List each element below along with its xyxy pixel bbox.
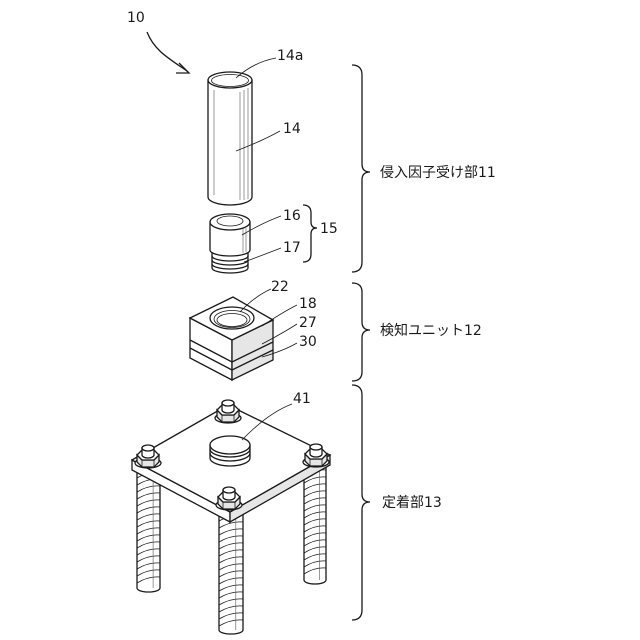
boss-41 (210, 436, 250, 466)
label-part-11: 侵入因子受け部11 (380, 164, 496, 181)
tube-body (208, 80, 252, 205)
label-14: 14 (283, 121, 301, 137)
rebar (219, 512, 243, 634)
figure-number-label: 10 (127, 10, 145, 26)
bracket-11 (352, 65, 370, 272)
label-part-13: 定着部13 (382, 495, 442, 511)
label-16: 16 (283, 208, 301, 224)
label-part-12: 検知ユニット12 (380, 322, 482, 339)
bolt-end (223, 487, 235, 493)
leader-18 (262, 305, 297, 326)
bolt-end (310, 444, 322, 450)
anchor-bolt-nut (215, 400, 241, 423)
boss-top (210, 436, 250, 454)
label-41: 41 (293, 391, 311, 407)
bolt-end (222, 400, 234, 406)
cap-16 (210, 214, 250, 273)
label-30: 30 (299, 334, 317, 350)
detection-unit-box (190, 297, 273, 380)
label-18: 18 (299, 296, 317, 312)
figure-arrow (147, 32, 189, 73)
bolt-end (142, 445, 154, 451)
label-27: 27 (299, 315, 317, 331)
brace-15 (303, 205, 317, 262)
tube-14 (208, 72, 252, 205)
bracket-13 (352, 385, 370, 620)
bracket-12 (352, 283, 370, 381)
label-22: 22 (271, 279, 289, 295)
label-15: 15 (320, 221, 338, 237)
label-17: 17 (283, 240, 301, 256)
label-14a: 14a (277, 48, 303, 64)
